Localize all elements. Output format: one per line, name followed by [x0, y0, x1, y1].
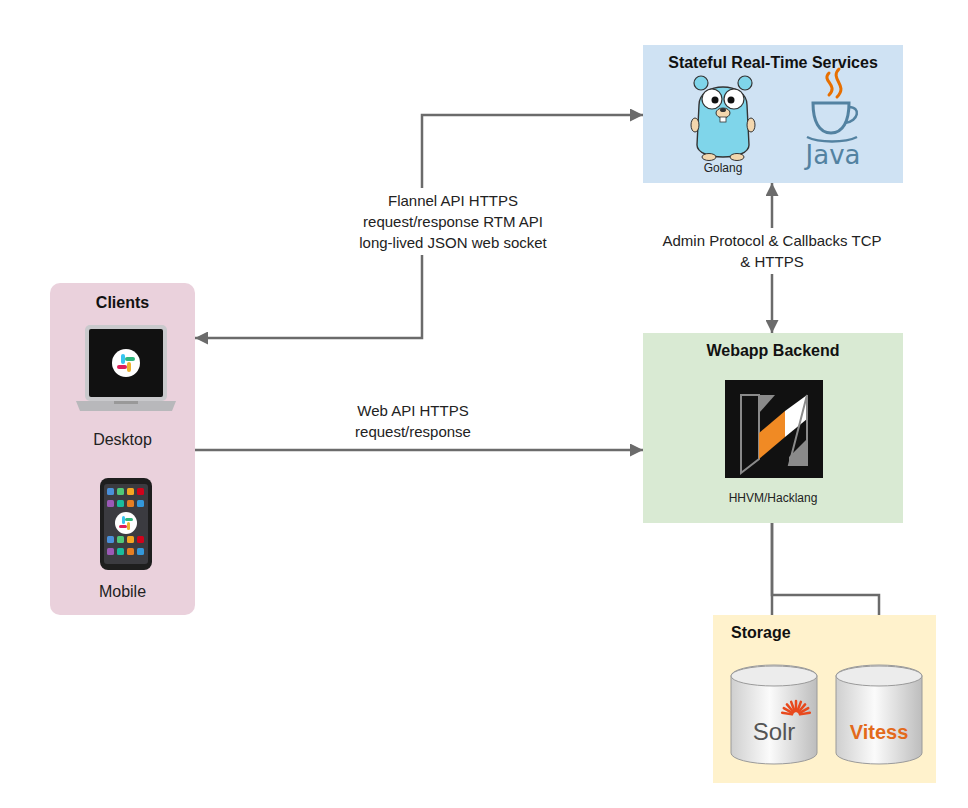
- box-title: Storage: [731, 623, 831, 643]
- box-text: Golang: [683, 161, 763, 176]
- group-box: Webapp BackendHHVM/Hacklang: [643, 333, 903, 523]
- database-cylinder: Vitess: [835, 665, 923, 765]
- box-title: Clients: [50, 293, 195, 313]
- device-icons: [50, 283, 195, 615]
- group-box: Solr Vitess Storage: [713, 615, 936, 783]
- cylinder-outline: [730, 665, 818, 765]
- edge-label: Admin Protocol & Callbacks TCP & HTTPS: [652, 228, 892, 274]
- box-title: Solr: [730, 717, 818, 747]
- connector-arrow: [195, 115, 643, 338]
- box-text: Mobile: [50, 582, 195, 602]
- database-cylinder: Solr: [730, 665, 818, 765]
- cylinder-outline: [835, 665, 923, 765]
- box-text: HHVM/Hacklang: [643, 491, 903, 506]
- box-title: Vitess: [835, 720, 923, 745]
- group-box: ClientsDesktopMobile: [50, 283, 195, 615]
- connector-arrow: [195, 449, 643, 452]
- edge-label: Flannel API HTTPS request/response RTM A…: [343, 188, 563, 255]
- box-title: Stateful Real-Time Services: [643, 53, 903, 73]
- box-title: Webapp Backend: [643, 341, 903, 361]
- group-box: Stateful Real-Time ServicesGolang Java: [643, 45, 903, 183]
- box-text: Desktop: [50, 430, 195, 450]
- edge-label: Web API HTTPS request/response: [331, 398, 496, 444]
- box-text: Java: [793, 139, 873, 172]
